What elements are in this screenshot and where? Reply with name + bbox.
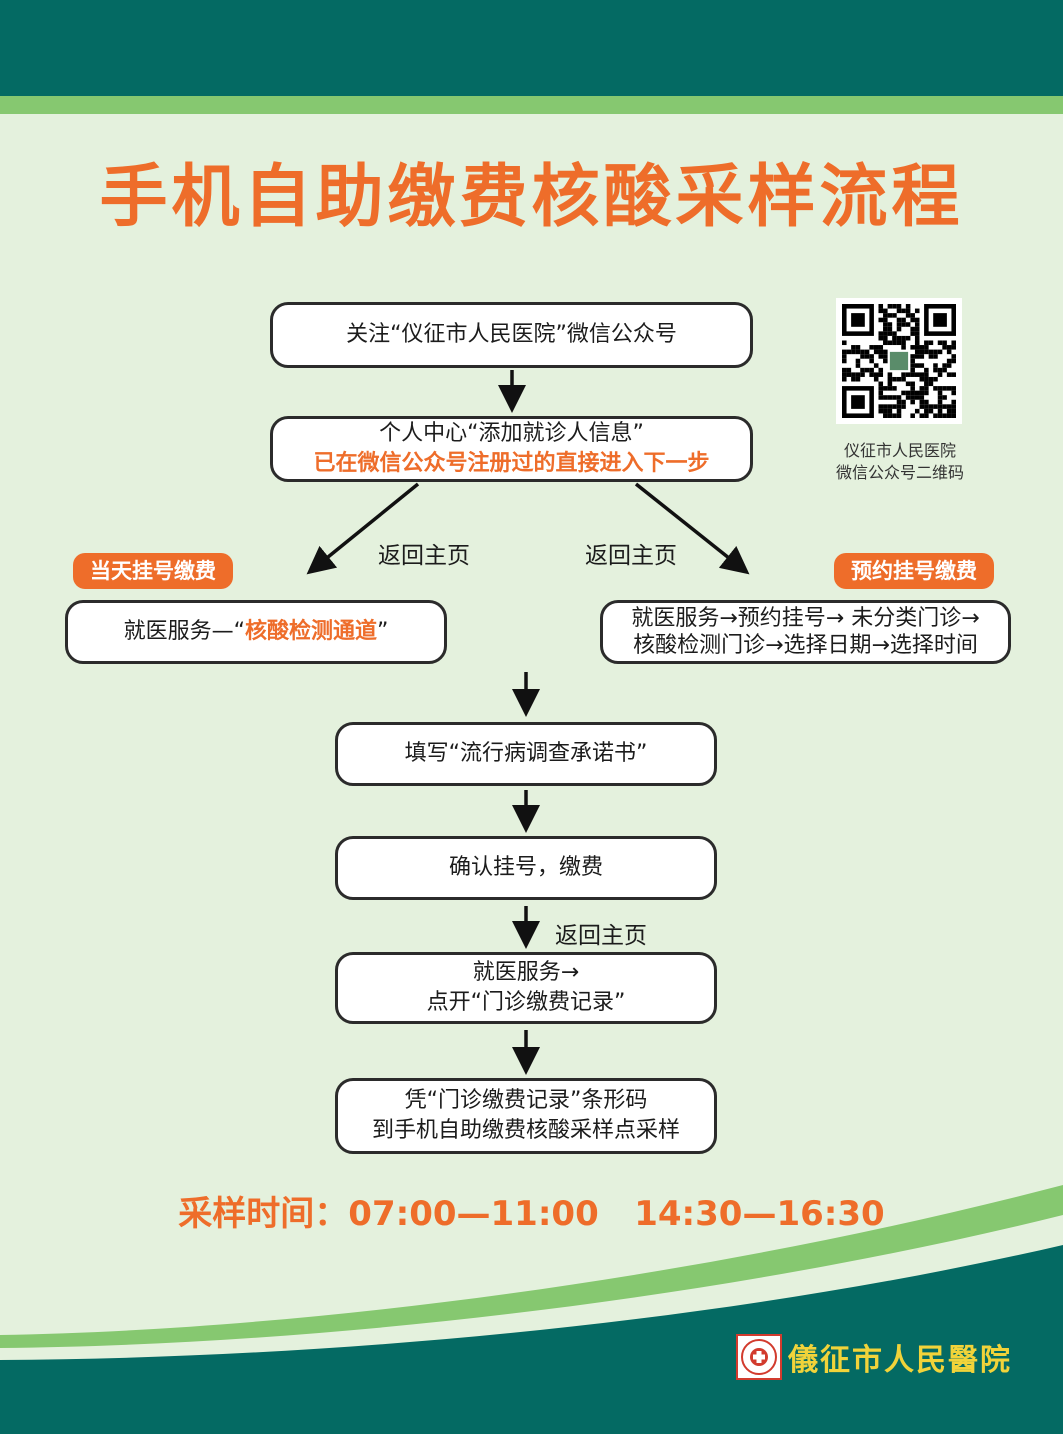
arrow-to-left-branch [306,482,420,575]
tag-same-day: 当天挂号缴费 [73,553,233,589]
records-line2: 点开“门诊缴费记录” [426,990,626,1015]
hospital-logo: 儀征市人民醫院 [736,1334,1012,1380]
step-barcode-sampling: 凭“门诊缴费记录”条形码 到手机自助缴费核酸采样点采样 [335,1078,717,1154]
arrow-to-right-branch [634,482,750,575]
return-home-label-lower: 返回主页 [555,923,647,949]
step-confirm-payment: 确认挂号，缴费 [335,836,717,900]
records-line1: 就医服务→ [472,960,580,985]
step-right-service: 就医服务→预约挂号→ 未分类门诊→ 核酸检测门诊→选择日期→选择时间 [600,600,1011,664]
hospital-name: 儀征市人民醫院 [788,1343,1012,1378]
step-follow-text: 关注“仪征市人民医院”微信公众号 [346,322,677,347]
step-fill-form: 填写“流行病调查承诺书” [335,722,717,786]
step-add-patient-text: 个人中心“添加就诊人信息” [379,421,644,446]
step-follow-account: 关注“仪征市人民医院”微信公众号 [270,302,753,368]
qr-caption: 仪征市人民医院 微信公众号二维码 [800,440,1000,484]
step-add-patient-note: 已在微信公众号注册过的直接进入下一步 [313,451,710,476]
right-service-line1: 就医服务→预约挂号→ 未分类门诊→ [631,606,980,631]
hospital-emblem-icon [736,1334,782,1380]
sampling-time: 采样时间：07:00—11:00 14:30—16:30 [178,1194,885,1234]
step-fill-form-text: 填写“流行病调查承诺书” [404,741,648,766]
tag-appointment: 预约挂号缴费 [834,553,994,589]
qr-caption-line2: 微信公众号二维码 [835,463,964,482]
right-service-line2: 核酸检测门诊→选择日期→选择时间 [633,633,978,658]
page-title: 手机自助缴费核酸采样流程 [99,158,964,237]
qr-code-image [842,304,956,418]
step-add-patient: 个人中心“添加就诊人信息” 已在微信公众号注册过的直接进入下一步 [270,416,753,482]
barcode-line1: 凭“门诊缴费记录”条形码 [404,1088,648,1113]
left-service-prefix: 就医服务—“ [123,619,245,644]
top-teal-band [0,0,1063,96]
return-home-label-left: 返回主页 [378,543,470,569]
bottom-wave-decoration [0,1185,1063,1434]
top-green-stripe [0,96,1063,114]
step-confirm-text: 确认挂号，缴费 [448,855,603,880]
left-service-suffix: ” [377,619,389,644]
left-service-highlight: 核酸检测通道 [244,619,377,644]
step-left-service: 就医服务—“核酸检测通道” [65,600,447,664]
qr-code [836,298,962,424]
barcode-line2: 到手机自助缴费核酸采样点采样 [371,1118,680,1143]
step-payment-records: 就医服务→ 点开“门诊缴费记录” [335,952,717,1024]
qr-caption-line1: 仪征市人民医院 [843,441,956,460]
return-home-label-right: 返回主页 [585,543,677,569]
